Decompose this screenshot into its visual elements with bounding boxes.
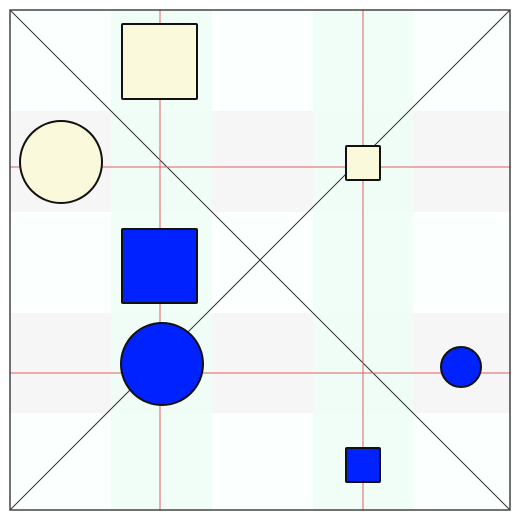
diagonal-line-ascending <box>9 9 511 511</box>
blue-circle-small <box>440 346 482 388</box>
canvas-border <box>9 9 511 511</box>
blue-square-small <box>345 447 381 483</box>
blue-square-large <box>121 228 198 304</box>
blue-circle-large <box>120 322 204 406</box>
cream-square-small <box>345 145 381 181</box>
band-horizontal-lower <box>10 313 510 413</box>
cream-square-large <box>121 23 198 100</box>
cream-circle-large <box>19 120 103 204</box>
